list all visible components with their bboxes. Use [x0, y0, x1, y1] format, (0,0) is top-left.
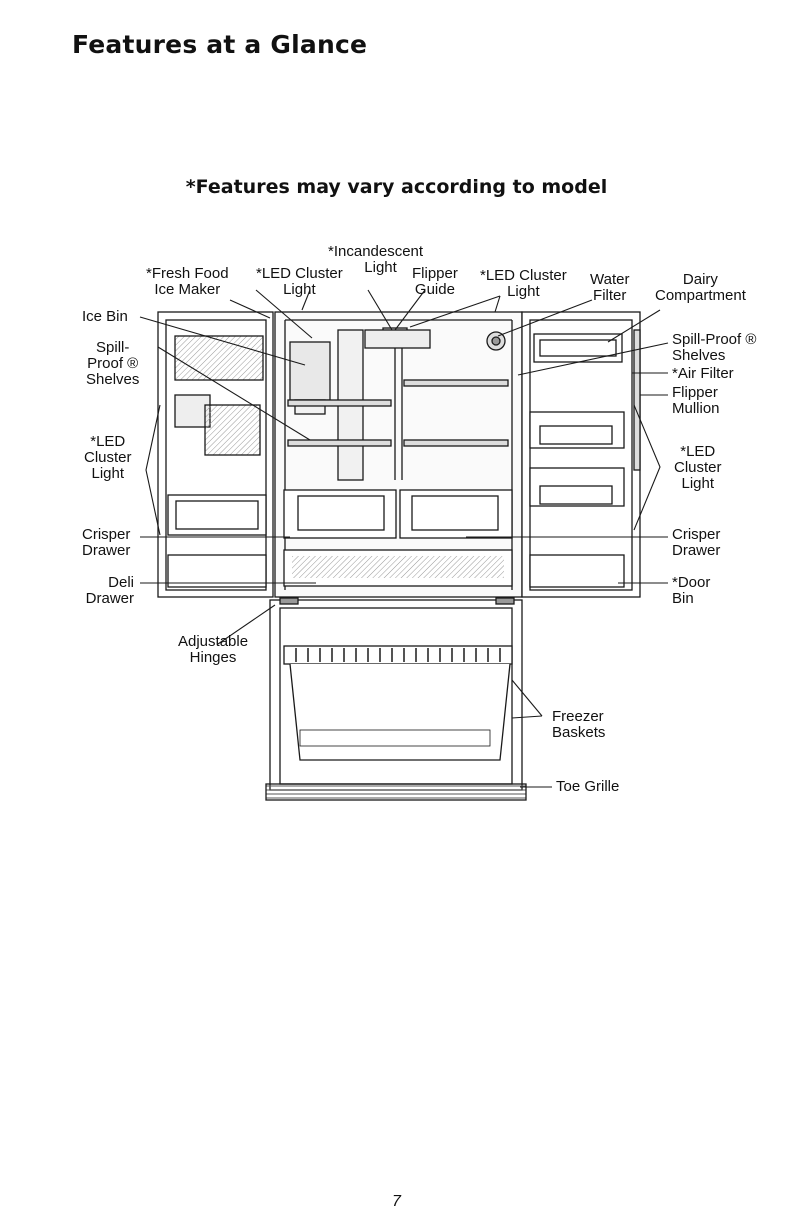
label-toe-grille: Toe Grille	[556, 778, 620, 795]
fridge-cabinet	[274, 311, 523, 598]
freezer-drawer	[269, 597, 523, 791]
page-number: 7	[392, 1193, 401, 1210]
page-subtitle: *Features may vary according to model	[185, 176, 608, 198]
label-ice-bin: Ice Bin	[82, 308, 128, 325]
left-door	[157, 311, 274, 598]
basket-slats	[295, 648, 501, 662]
label-spill-proof-shelves-right: Spill-Proof ®Shelves	[672, 331, 757, 364]
label-air-filter: *Air Filter	[672, 365, 734, 382]
label-spill-proof-shelves-left: Spill-Proof ®Shelves	[86, 339, 140, 388]
toe-grille	[265, 783, 527, 801]
page-title: Features at a Glance	[72, 30, 368, 59]
right-door	[521, 311, 641, 598]
leader-lines	[139, 289, 669, 788]
